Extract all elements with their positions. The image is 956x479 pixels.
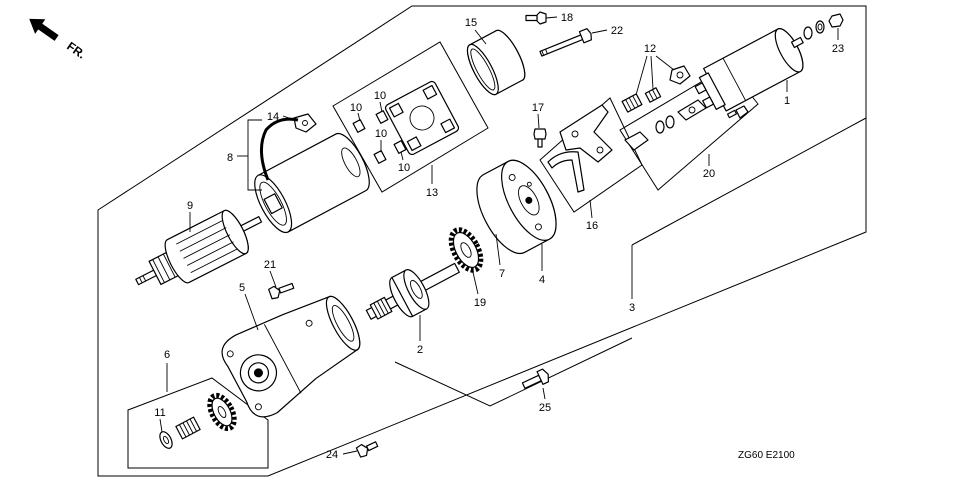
part-yoke-lead-wire (260, 117, 299, 181)
part-bolt-17 (533, 128, 547, 148)
callout-14: 14 (267, 111, 279, 123)
callout-16: 16 (586, 220, 598, 232)
callout-25: 25 (539, 402, 551, 414)
callout-10: 10 (398, 162, 410, 174)
leader-lines (159, 16, 839, 455)
callout-3: 3 (629, 302, 635, 314)
callout-8: 8 (227, 152, 233, 164)
assembly-frame (97, 5, 867, 477)
part-yoke (254, 132, 370, 234)
callout-labels: 1 2 3 4 5 6 7 8 9 10 10 10 10 11 12 13 1… (154, 12, 844, 461)
part-front-housing (221, 295, 361, 418)
part-springs (621, 65, 691, 113)
orientation-label: FR. (64, 39, 88, 62)
part-solenoid (694, 28, 804, 112)
part-armature (135, 209, 263, 286)
part-bolt-18 (525, 11, 547, 25)
callout-12: 12 (644, 43, 656, 55)
callout-10: 10 (375, 128, 387, 140)
callout-19: 19 (474, 297, 486, 309)
part-bolt-24 (355, 441, 379, 458)
fr-arrow-icon (29, 18, 59, 41)
callout-11: 11 (154, 407, 165, 419)
callout-10: 10 (350, 102, 362, 114)
callout-24: 24 (326, 449, 338, 461)
callout-7: 7 (499, 268, 505, 280)
motor-sub-frame (631, 117, 867, 246)
part-wire-clip (293, 113, 317, 133)
callout-13: 13 (426, 187, 438, 199)
part-nut-washers (803, 13, 844, 40)
brush-holder-kit-frame (332, 41, 489, 193)
part-bolt-21 (268, 282, 295, 300)
callout-10: 10 (374, 90, 386, 102)
part-gear (448, 227, 484, 273)
part-shift-lever (547, 104, 613, 193)
part-long-bolt-22 (539, 28, 592, 57)
part-pinion-kit (159, 392, 237, 449)
callout-5: 5 (239, 282, 245, 294)
callout-2: 2 (417, 344, 423, 356)
part-shell-band (466, 29, 526, 96)
part-drive-clutch (365, 262, 460, 320)
part-bolt-25 (521, 368, 549, 389)
callout-17: 17 (532, 102, 544, 114)
callout-21: 21 (264, 259, 276, 271)
part-rear-cover (476, 159, 557, 255)
housing-sub-frame (394, 337, 633, 407)
callout-18: 18 (561, 12, 573, 24)
callout-15: 15 (465, 17, 477, 29)
solenoid-kit-frame (619, 65, 759, 191)
diagram-code: ZG60 E2100 (738, 450, 795, 461)
callout-20: 20 (703, 168, 715, 180)
callout-9: 9 (187, 200, 193, 212)
callout-1: 1 (784, 95, 790, 107)
part-gaskets (624, 99, 749, 151)
part-brush-springs (352, 110, 407, 164)
callout-4: 4 (539, 274, 545, 286)
callout-6: 6 (164, 349, 170, 361)
pinion-kit-frame (127, 377, 269, 469)
part-brush-holder (384, 80, 460, 156)
callout-23: 23 (832, 43, 844, 55)
callout-22: 22 (611, 25, 623, 37)
